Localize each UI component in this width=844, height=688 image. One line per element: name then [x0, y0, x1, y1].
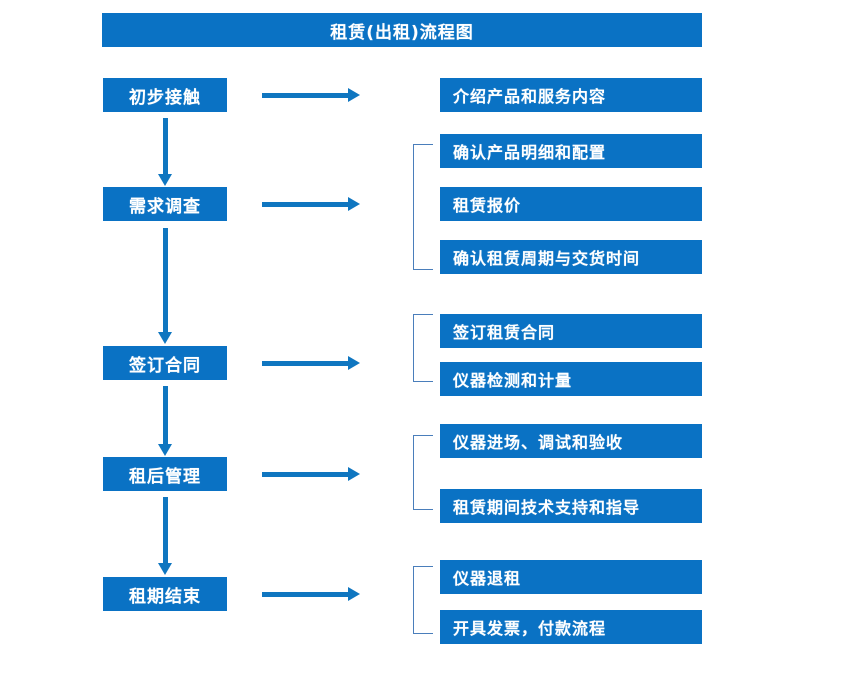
group-bracket-2 [413, 144, 433, 270]
flow-arrow-down-3 [158, 386, 172, 456]
flow-arrow-down-1 [158, 118, 172, 186]
detail-box-7[interactable]: 仪器进场、调试和验收 [440, 424, 702, 458]
group-bracket-4 [413, 435, 433, 510]
group-bracket-5 [413, 566, 433, 634]
detail-box-5[interactable]: 签订租赁合同 [440, 314, 702, 348]
detail-box-4[interactable]: 确认租赁周期与交货时间 [440, 240, 702, 274]
detail-box-10[interactable]: 开具发票，付款流程 [440, 610, 702, 644]
flow-arrow-down-2 [158, 228, 172, 344]
detail-box-1[interactable]: 介绍产品和服务内容 [440, 78, 702, 112]
group-bracket-3 [413, 314, 433, 382]
detail-box-2[interactable]: 确认产品明细和配置 [440, 134, 702, 168]
stage-box-3[interactable]: 签订合同 [103, 346, 227, 380]
stage-box-2[interactable]: 需求调查 [103, 187, 227, 221]
stage-box-5[interactable]: 租期结束 [103, 577, 227, 611]
flow-arrow-down-4 [158, 497, 172, 575]
diagram-title: 租赁(出租)流程图 [102, 13, 702, 47]
detail-box-6[interactable]: 仪器检测和计量 [440, 362, 702, 396]
detail-box-9[interactable]: 仪器退租 [440, 560, 702, 594]
stage-box-4[interactable]: 租后管理 [103, 457, 227, 491]
detail-box-8[interactable]: 租赁期间技术支持和指导 [440, 489, 702, 523]
detail-box-3[interactable]: 租赁报价 [440, 187, 702, 221]
stage-box-1[interactable]: 初步接触 [103, 78, 227, 112]
